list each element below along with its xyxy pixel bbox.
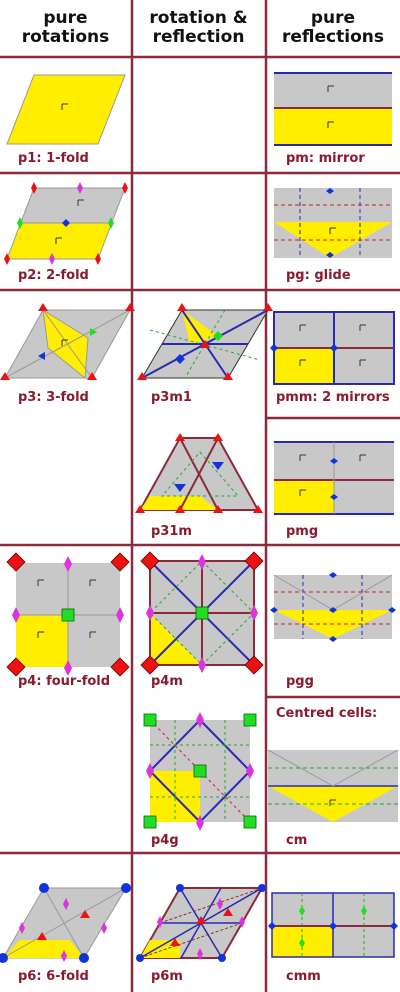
header-pure-reflections-line2: reflections <box>282 27 384 47</box>
label-p2: p2: 2-fold <box>18 268 89 283</box>
label-pg: pg: glide <box>286 268 351 283</box>
p31m-diagram <box>135 433 263 513</box>
header-pure-rotations-line1: pure <box>43 8 88 28</box>
label-p4m: p4m <box>151 674 183 689</box>
p6-diagram <box>0 883 131 963</box>
header-pure-rotations-line2: rotations <box>21 27 110 47</box>
label-p4g: p4g <box>151 833 179 848</box>
pmg-diagram <box>274 441 394 515</box>
label-pmg: pmg <box>286 524 319 539</box>
label-centred-cells: Centred cells: <box>276 706 378 721</box>
label-p3: p3: 3-fold <box>18 390 89 405</box>
pg-diagram <box>274 188 392 258</box>
label-pm: pm: mirror <box>286 151 365 166</box>
label-p4: p4: four-fold <box>18 674 111 689</box>
label-pmm: pmm: 2 mirrors <box>276 390 390 405</box>
p4-diagram <box>6 552 130 677</box>
label-p1: p1: 1-fold <box>18 151 89 166</box>
label-p3m1: p3m1 <box>151 390 192 405</box>
p4m-diagram <box>140 551 264 675</box>
pmm-diagram <box>270 311 395 385</box>
pgg-diagram <box>270 572 396 642</box>
header-rotation-reflection-line1: rotation & <box>149 8 248 28</box>
label-p31m: p31m <box>151 524 192 539</box>
label-p6: p6: 6-fold <box>18 969 89 984</box>
p2-diagram <box>4 182 128 265</box>
label-cm: cm <box>286 833 308 848</box>
header-rotation-reflection-line2: reflection <box>152 27 245 47</box>
cm-diagram <box>267 749 399 822</box>
p3m1-diagram <box>137 303 273 380</box>
p4g-diagram <box>143 712 257 831</box>
pm-diagram <box>274 72 392 146</box>
p1-diagram <box>6 74 126 145</box>
label-p6m: p6m <box>151 969 183 984</box>
p3-diagram <box>0 303 135 380</box>
header-pure-reflections-line1: pure <box>310 8 356 28</box>
p6m-diagram <box>136 884 266 962</box>
label-pgg: pgg <box>286 674 314 689</box>
header-rotation-reflection: rotation &reflection <box>133 0 264 56</box>
label-cmm: cmm <box>286 969 321 984</box>
cmm-diagram <box>268 892 398 958</box>
